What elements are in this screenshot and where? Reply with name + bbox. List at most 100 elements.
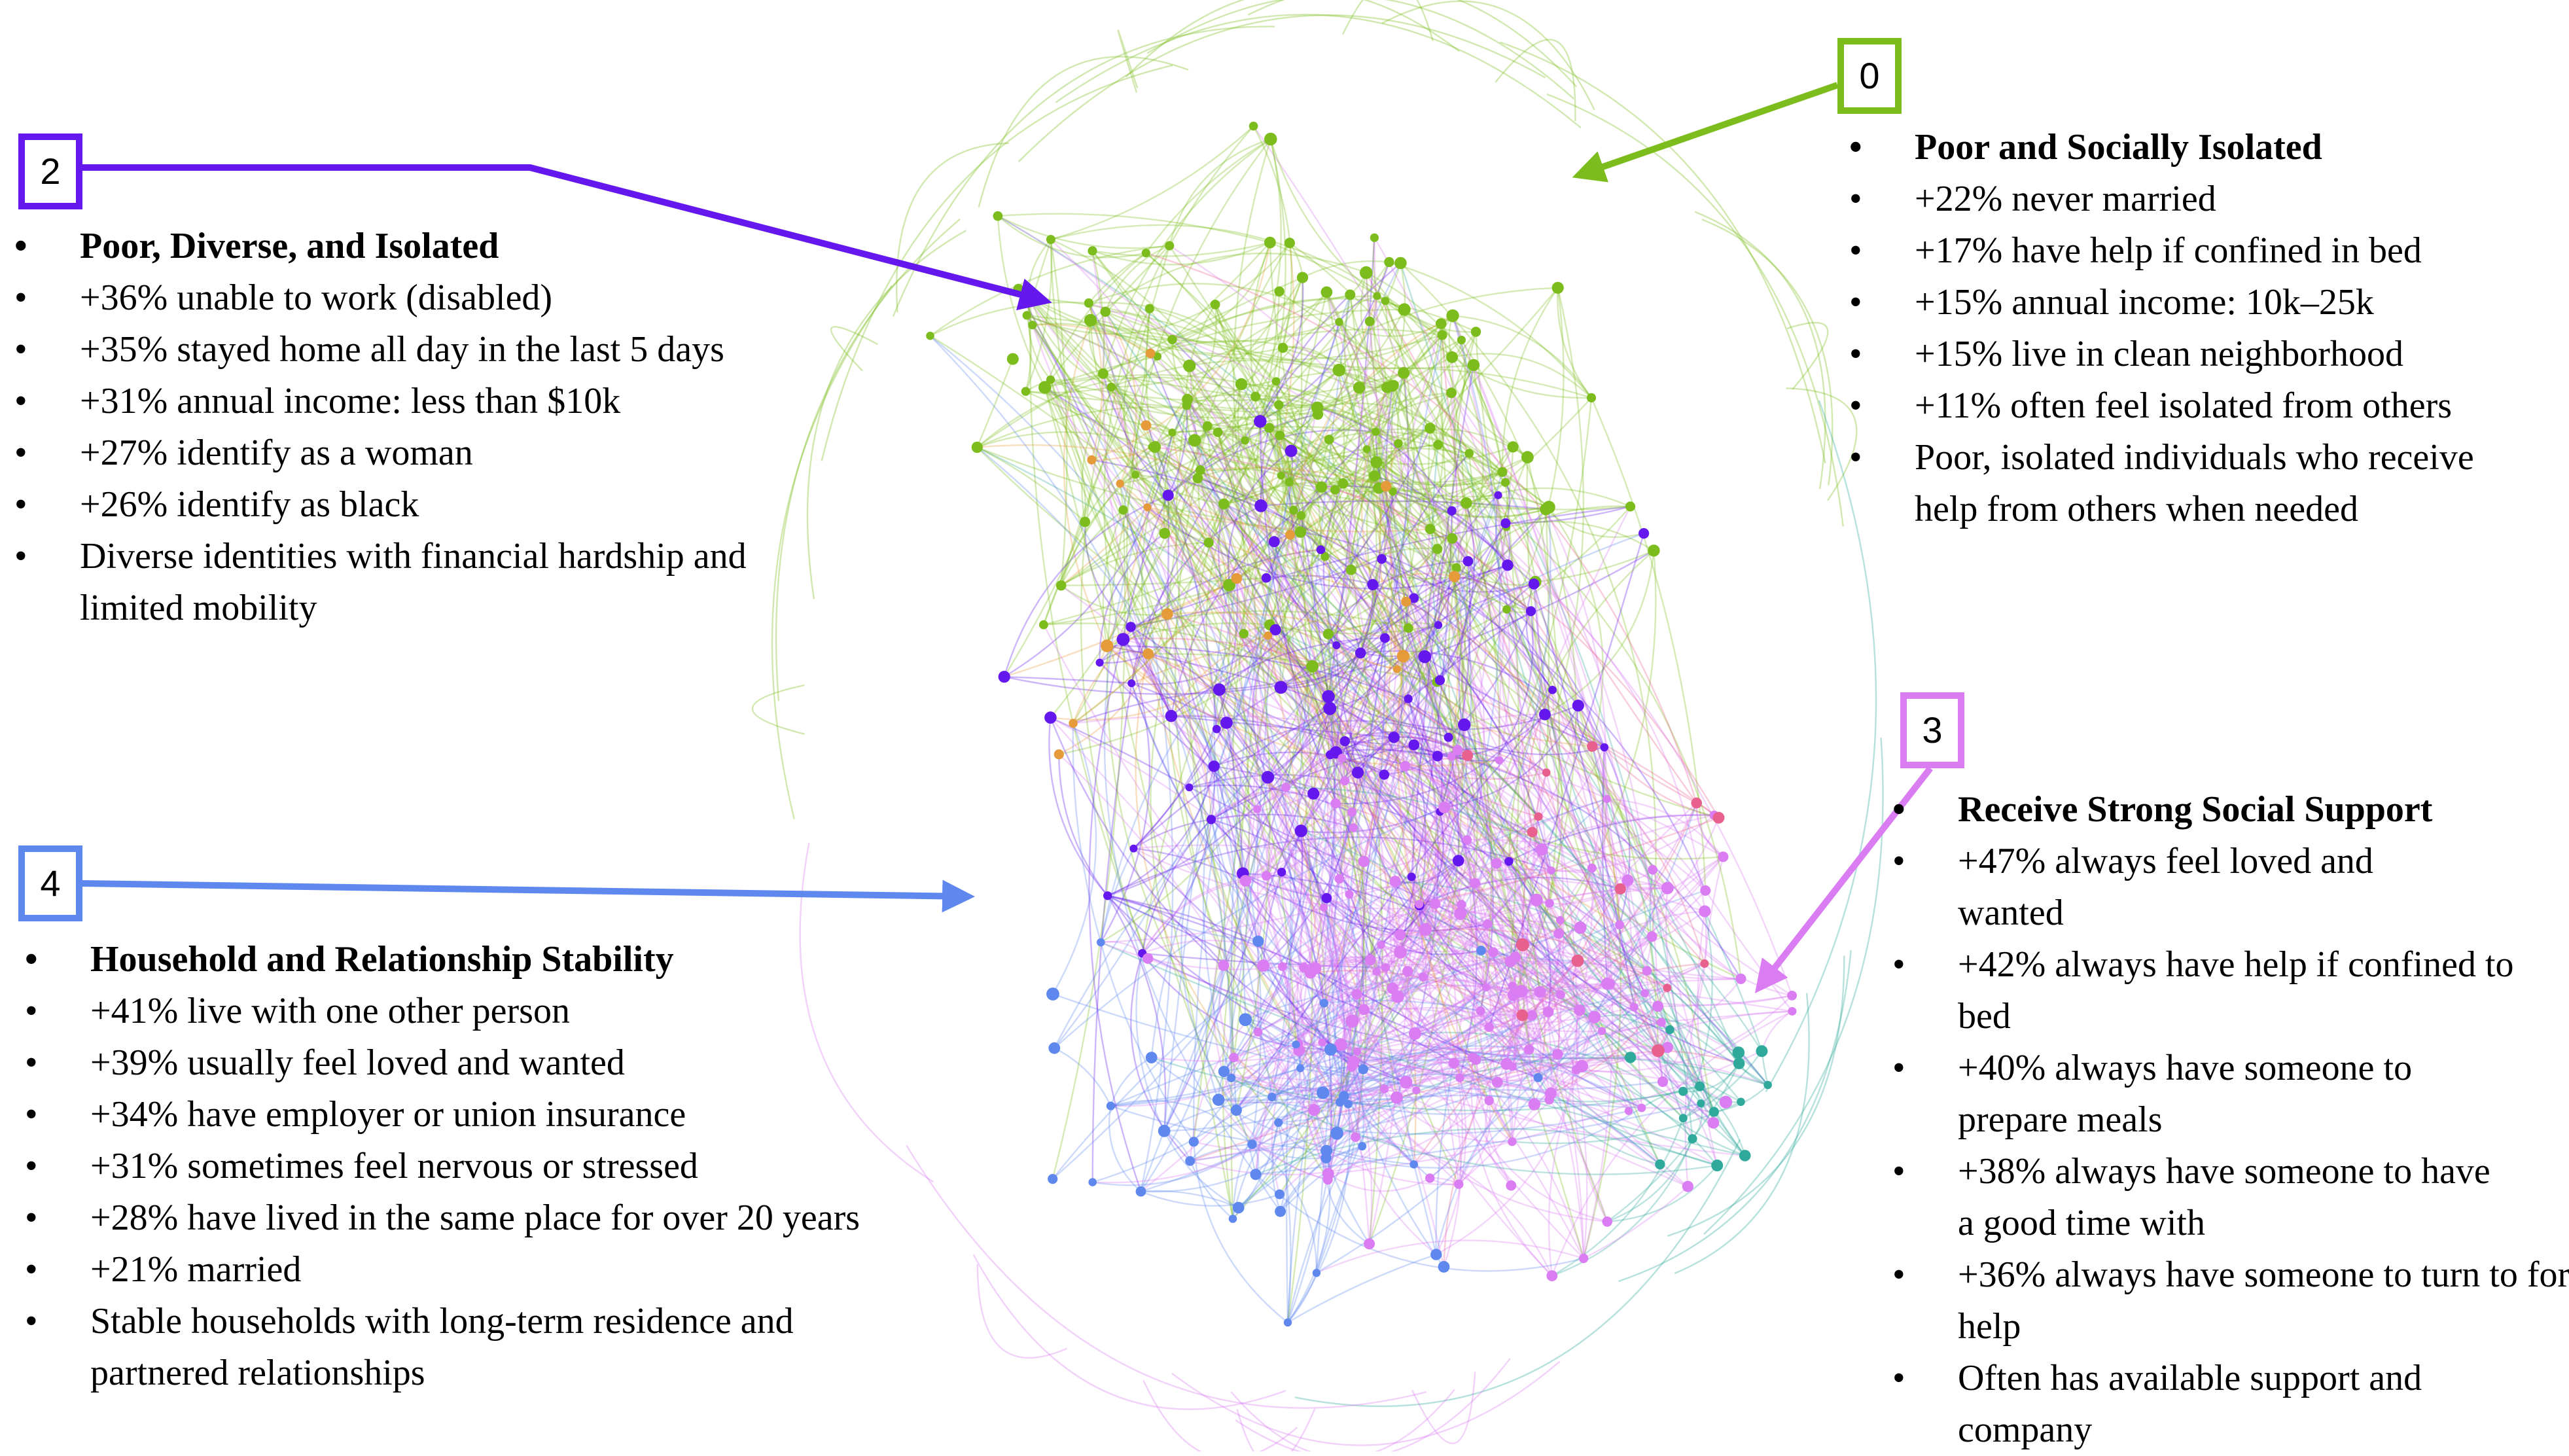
- network-node: [1296, 272, 1309, 283]
- network-edge: [1360, 387, 1404, 657]
- network-edge: [1351, 287, 1585, 1069]
- network-node: [1500, 518, 1511, 529]
- network-node: [1103, 891, 1112, 900]
- network-edge: [1375, 431, 1466, 504]
- network-edge: [1360, 652, 1478, 1078]
- network-edge: [1327, 924, 1489, 1181]
- network-node: [1467, 359, 1480, 372]
- network-edge: [1413, 745, 1426, 906]
- network-edge: [1419, 876, 1621, 906]
- network-edge: [1328, 1173, 1430, 1192]
- network-edge: [1334, 811, 1364, 1070]
- network-edge: [1149, 353, 1338, 646]
- network-edge: [1150, 1057, 1414, 1165]
- network-edge: [1171, 241, 1271, 340]
- network-edge: [1245, 879, 1513, 987]
- network-edge: [1396, 1073, 1498, 1099]
- network-edge: [1340, 961, 1512, 1046]
- network-edge: [1148, 652, 1438, 683]
- network-edge: [1349, 886, 1461, 915]
- network-edge: [1271, 1042, 1300, 1195]
- network-edge: [1703, 737, 1884, 1235]
- network-node: [1275, 431, 1285, 440]
- network-edge: [1531, 831, 1551, 904]
- network-node: [1046, 235, 1055, 244]
- network-edge: [1169, 245, 1551, 904]
- network-edge: [1145, 252, 1256, 397]
- network-node: [1553, 928, 1565, 939]
- network-edge: [1242, 751, 1337, 874]
- network-edge: [1351, 547, 1438, 571]
- network-node: [1379, 770, 1390, 780]
- network-edge: [1451, 357, 1484, 568]
- network-edge: [1223, 1048, 1530, 1105]
- network-edge: [1322, 907, 1352, 1103]
- network-edge: [1190, 1021, 1662, 1162]
- network-edge: [1242, 872, 1327, 899]
- network-edge: [1356, 991, 1540, 1053]
- network-edge: [1392, 491, 1546, 518]
- network-node: [1299, 962, 1309, 973]
- network-edge: [1375, 970, 1462, 1268]
- network-edge: [1343, 315, 1501, 1097]
- network-edge: [1413, 744, 1500, 762]
- network-edge: [1546, 93, 1844, 527]
- cluster-3-title: Receive Strong Social Support: [1892, 784, 2566, 836]
- network-edge: [1606, 1138, 1693, 1222]
- network-edge: [1404, 971, 1416, 1034]
- network-edge: [1414, 961, 1511, 1035]
- network-edge: [1107, 645, 1500, 767]
- network-node: [1508, 1062, 1517, 1071]
- network-edge: [1535, 899, 1578, 962]
- network-edge: [1351, 1067, 1373, 1244]
- network-edge: [1151, 446, 1449, 738]
- network-node: [1400, 760, 1411, 772]
- network-node: [1332, 363, 1345, 377]
- network-edge: [929, 335, 1232, 1078]
- network-edge: [1661, 911, 1707, 1082]
- network-edge: [1607, 1165, 1718, 1222]
- network-edge: [1511, 1015, 1533, 1142]
- network-edge: [1090, 252, 1367, 321]
- network-edge: [1018, 288, 1514, 1142]
- network-edge: [1313, 903, 1551, 1111]
- network-edge: [1193, 439, 1330, 1142]
- network-edge: [1435, 1077, 1467, 1255]
- network-edge: [1314, 879, 1340, 969]
- network-edge: [1340, 986, 1487, 1046]
- network-edge: [1397, 887, 1668, 997]
- network-node: [1409, 593, 1419, 603]
- network-edge: [1185, 304, 1216, 471]
- network-edge: [1392, 491, 1489, 1083]
- network-edge: [1440, 323, 1514, 448]
- network-edge: [1551, 689, 1614, 1259]
- network-edge: [1050, 717, 1190, 789]
- network-edge: [1451, 576, 1459, 757]
- network-node: [1586, 393, 1597, 403]
- network-edge: [1324, 489, 1336, 557]
- network-edge: [1026, 304, 1216, 335]
- network-edge: [1641, 1085, 1700, 1109]
- network-edge: [1232, 397, 1593, 1220]
- network-edge: [1594, 1016, 1668, 1048]
- network-edge: [1147, 957, 1688, 1188]
- network-edge: [1091, 250, 1585, 1259]
- network-edge: [1366, 448, 1431, 529]
- network-edge: [1326, 1107, 1642, 1169]
- network-edge: [1107, 645, 1281, 688]
- network-edge: [1267, 655, 1404, 778]
- network-edge: [1381, 558, 1707, 891]
- network-edge: [1437, 494, 1499, 626]
- network-edge: [1315, 798, 1608, 1273]
- network-edge: [1172, 242, 1271, 341]
- network-edge: [1260, 356, 1453, 506]
- network-edge: [1492, 952, 1514, 1142]
- network-edge: [1279, 334, 1444, 406]
- network-edge: [1167, 613, 1579, 961]
- network-edge: [1281, 966, 1355, 1062]
- network-edge: [1167, 396, 1256, 496]
- network-edge: [1262, 830, 1303, 967]
- network-edge: [1551, 1138, 1693, 1277]
- network-edge: [1381, 456, 1528, 560]
- network-edge: [1328, 576, 1455, 635]
